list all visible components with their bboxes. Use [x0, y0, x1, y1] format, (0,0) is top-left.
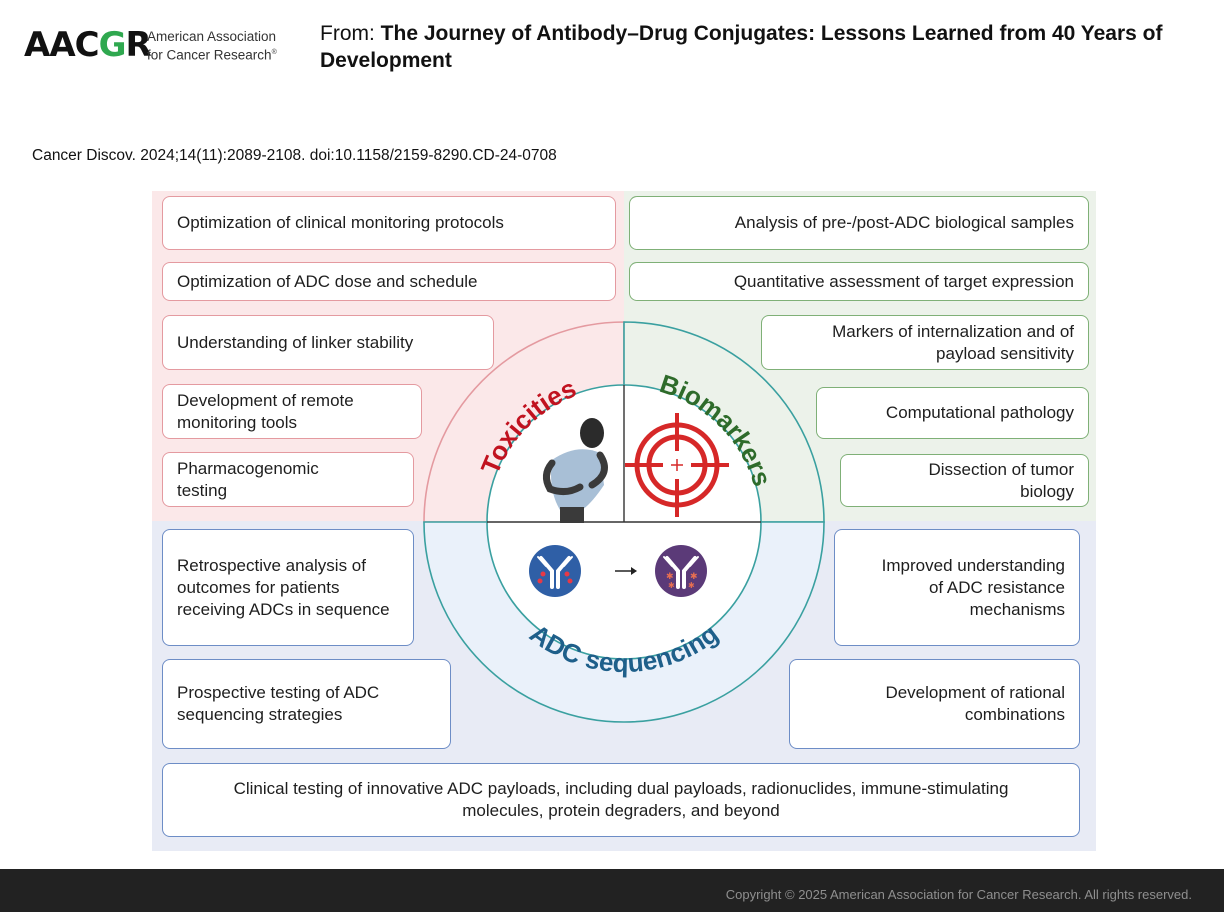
- antibody-purple-icon: ✱ ✱ ✱ ✱: [655, 545, 707, 597]
- biomarker-item: Computational pathology: [816, 387, 1089, 439]
- sequencing-item: Improved understanding of ADC resistance…: [834, 529, 1080, 646]
- copyright-text: Copyright © 2025 American Association fo…: [725, 887, 1192, 902]
- page-title: From: The Journey of Antibody–Drug Conju…: [320, 20, 1180, 74]
- logo-mark-r: R: [125, 25, 152, 65]
- footer-bar: Copyright © 2025 American Association fo…: [0, 869, 1224, 912]
- sequencing-item-text: Development of rational combinations: [885, 683, 1065, 724]
- logo-text: American Association for Cancer Research…: [147, 29, 297, 64]
- biomarker-item-text: Markers of internalization and of payloa…: [832, 321, 1074, 363]
- sequencing-item: Clinical testing of innovative ADC paylo…: [162, 763, 1080, 837]
- title-main: The Journey of Antibody–Drug Conjugates:…: [320, 22, 1163, 72]
- biomarker-item: Quantitative assessment of target expres…: [629, 262, 1089, 301]
- toxicity-item-text: Pharmacogenomic testing: [177, 458, 319, 500]
- toxicity-item-text: Development of remote monitoring tools: [177, 390, 354, 432]
- arrow-right-icon: [615, 567, 637, 575]
- logo-mark-aac: AAC: [24, 25, 100, 65]
- svg-text:✱: ✱: [690, 572, 698, 582]
- toxicity-item: Development of remote monitoring tools: [162, 384, 422, 439]
- sequencing-item: Retrospective analysis of outcomes for p…: [162, 529, 414, 646]
- biomarker-item-text: Computational pathology: [885, 403, 1074, 422]
- aacr-logo: AACGR American Association for Cancer Re…: [24, 28, 294, 68]
- aacr-logo-mark: AACGR: [24, 25, 152, 65]
- logo-line2: for Cancer Research: [147, 47, 272, 63]
- target-crosshair-icon: [625, 413, 729, 517]
- title-prefix: From:: [320, 22, 381, 45]
- sequencing-item-text: Retrospective analysis of outcomes for p…: [177, 555, 390, 619]
- patient-in-pain-icon: [543, 418, 608, 523]
- sequencing-item-text: Improved understanding of ADC resistance…: [881, 555, 1065, 619]
- biomarker-item-text: Quantitative assessment of target expres…: [733, 271, 1074, 291]
- biomarker-item-text: Dissection of tumor biology: [928, 459, 1075, 501]
- figure: Optimization of clinical monitoring prot…: [152, 191, 1096, 851]
- sequencing-item-text: Prospective testing of ADC sequencing st…: [177, 683, 380, 724]
- toxicity-item: Optimization of ADC dose and schedule: [162, 262, 616, 301]
- biomarker-item: Dissection of tumor biology: [840, 454, 1089, 507]
- antibody-blue-icon: [529, 545, 581, 597]
- toxicity-item-text: Understanding of linker stability: [177, 332, 414, 352]
- svg-text:✱: ✱: [688, 581, 695, 590]
- toxicity-item-text: Optimization of clinical monitoring prot…: [177, 213, 504, 232]
- svg-text:✱: ✱: [666, 572, 674, 582]
- biomarker-item-text: Analysis of pre-/post-ADC biological sam…: [734, 213, 1074, 232]
- logo-line2-wrap: for Cancer Research®: [147, 45, 297, 64]
- logo-line1: American Association: [147, 29, 277, 44]
- svg-text:✱: ✱: [668, 581, 675, 590]
- toxicity-item: Pharmacogenomic testing: [162, 452, 414, 507]
- logo-registered: ®: [271, 49, 277, 56]
- biomarker-item: Markers of internalization and of payloa…: [761, 315, 1089, 370]
- logo-mark-g: G: [98, 25, 127, 65]
- sequencing-item: Prospective testing of ADC sequencing st…: [162, 659, 451, 749]
- sequencing-item: Development of rational combinations: [789, 659, 1080, 749]
- toxicity-item-text: Optimization of ADC dose and schedule: [177, 271, 478, 291]
- central-diagram: Toxicities Biomarkers ADC sequencing: [423, 321, 825, 723]
- sequencing-item-text: Clinical testing of innovative ADC paylo…: [233, 779, 1009, 820]
- toxicity-item: Understanding of linker stability: [162, 315, 494, 370]
- citation: Cancer Discov. 2024;14(11):2089-2108. do…: [32, 147, 557, 164]
- biomarker-item: Analysis of pre-/post-ADC biological sam…: [629, 196, 1089, 250]
- toxicity-item: Optimization of clinical monitoring prot…: [162, 196, 616, 250]
